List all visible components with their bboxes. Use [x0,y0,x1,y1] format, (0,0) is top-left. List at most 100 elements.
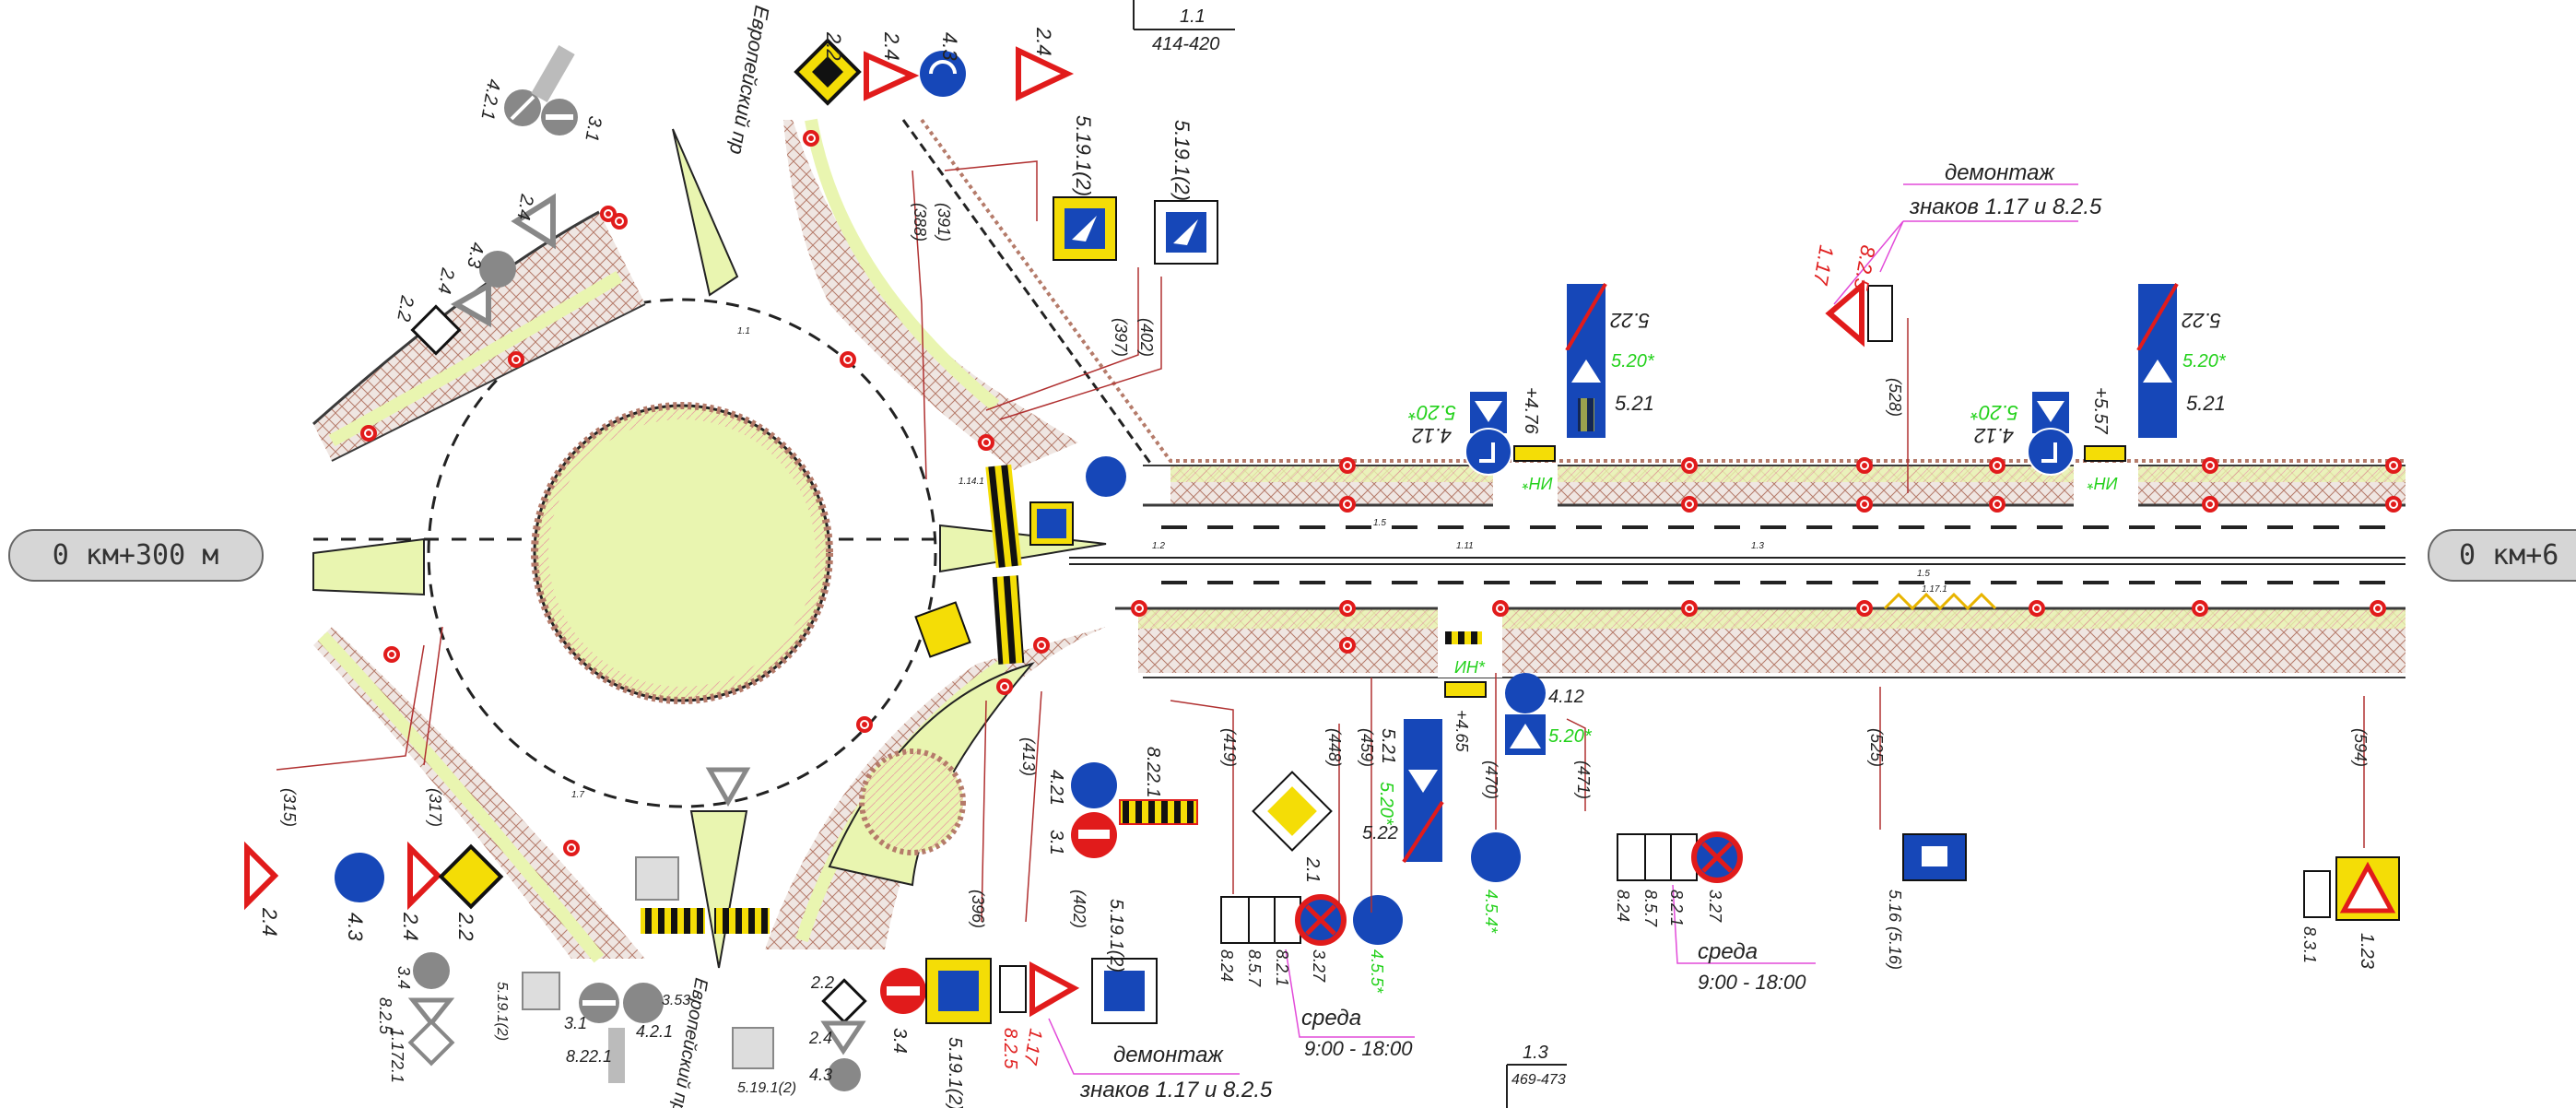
grey-cluster-bottom [820,958,1158,1091]
label-b-43: 4.3 [344,913,367,941]
ref-419: (419) [1220,728,1239,767]
reference-numbers: (388) (391) (397) (402) (528) (315) (317… [280,203,2370,928]
label-m-821: 8.2.1 [1273,949,1291,986]
label-m-455: 4.5.5* [1368,949,1386,994]
street-name-north: Европейский пр [725,4,774,156]
station-right: 0 км+6 [2428,529,2576,582]
yield-triangle-bl [244,841,279,911]
label-b-117b: 1.17 [1019,1027,1046,1067]
ref-471: (471) [1574,760,1593,799]
direction-sign-412 [1464,392,1512,476]
label-b-421: 4.2.1 [636,1022,673,1041]
signs [244,38,2400,1091]
label-m-520b: 5.20* [1548,726,1593,747]
marking-1-5b: 1.5 [1917,569,1930,579]
marking-1-14-1: 1.14.1 [959,477,984,487]
label-t-522b: 5.22 [2182,309,2221,332]
ref-388: (388) [911,203,929,242]
note-dismantle-bottom-text: знаков 1.17 и 8.2.5 [1079,1078,1273,1102]
label-t-24b: 2.4 [1032,27,1055,56]
label-r-824: 8.24 [1614,890,1632,922]
label-r-831: 8.3.1 [2300,926,2319,963]
label-t-117: 1.17 [1809,243,1839,287]
ref-594: (594) [2351,728,2370,767]
label-b-519c: 5.19.1(2) [945,1037,965,1108]
plates-group-left [1220,894,1403,946]
ref-413: (413) [1019,737,1038,776]
ref-396: (396) [969,890,987,928]
station-right-label: 0 км+6 [2459,539,2558,572]
marking-codes: 1.1 1.2 1.5 1.11 1.3 1.7 1.14.1 1.17.1 1… [571,326,1947,800]
label-t-412b: 4.12 [1974,424,2014,447]
label-m-21: 2.1 [1302,856,1323,883]
label-t-476: +4.76 [1521,387,1541,434]
road-geometry [312,118,2405,969]
label-r-857: 8.5.7 [1641,890,1660,927]
label-b-8221: 8.22.1 [566,1047,612,1066]
marking-1-2: 1.2 [1152,541,1165,551]
label-b-519d: 5.19.1(2) [1106,899,1126,972]
station-left-label: 0 км+300 м [53,539,219,572]
priority-diamond-sign [794,38,862,106]
ref-525: (525) [1867,728,1886,767]
ref-391: (391) [935,203,953,242]
label-t-43: 4.3 [938,32,961,61]
label-t-520a: 5.20* [1407,401,1456,424]
keep-right-sign-421 [1071,762,1117,808]
label-r-123: 1.23 [2357,933,2377,969]
label-t-520c: 5.20* [1970,401,2018,424]
label-t-412a: 4.12 [1412,424,1452,447]
ref-448: (448) [1325,728,1344,767]
yield-triangle-sign [1016,46,1075,101]
label-b-519b: 5.19.1(2) [737,1080,796,1096]
ref-470: (470) [1482,760,1500,799]
label-b-22c: 2.2 [810,973,834,992]
label-b-519a: 5.19.1(2) [494,982,510,1041]
children-warning-sign [2303,856,2400,921]
crosswalk-sign [1154,200,1218,265]
label-t-522a: 5.22 [1610,309,1650,332]
ref-528: (528) [1886,378,1904,417]
label-t-519-2: 5.19.1(2) [1170,120,1194,201]
ref-397: (397) [1112,318,1130,357]
label-t-557: +5.57 [2090,387,2111,434]
label-m-454: 4.5.4* [1482,890,1500,934]
chevron-board-8221 [1119,799,1198,825]
ref-402: (402) [1137,318,1156,357]
sheet-top-range: 414-420 [1152,34,1219,54]
ref-459: (459) [1358,728,1376,767]
direction-sign-412b [2027,392,2075,476]
label-b-825: 8.2.5 [376,997,394,1035]
yield-triangle-grey [511,193,556,250]
label-m-522: 5.22 [1362,823,1398,843]
label-m-8221: 8.22.1 [1143,747,1163,798]
label-t-520d: 5.20* [2182,351,2227,371]
label-b-21: 2.1 [388,1059,406,1083]
sheet-bottom-range: 469-473 [1511,1072,1566,1088]
label-t-521a: 5.21 [1615,392,1654,415]
label-m-421: 4.21 [1046,770,1066,806]
crosswalk-sign-small [914,601,971,658]
label-b-43c: 4.3 [809,1066,832,1084]
yield-triangle-grey [450,280,491,328]
crosswalk-sign [1053,196,1117,261]
label-b-117: 1.17 [388,1028,406,1061]
no-overtaking-end-sign-b [2136,282,2179,438]
note-dismantle-top-title: демонтаж [1945,160,2055,185]
label-r-327: 3.27 [1706,890,1724,923]
marking-1-5: 1.5 [1373,518,1386,528]
ref-317: (317) [426,788,444,827]
note-dismantle-bottom-title: демонтаж [1113,1043,1224,1067]
label-t-22: 2.2 [822,31,845,61]
label-b-24e: 2.4 [808,1029,832,1047]
label-inn-a: ИН* [1522,474,1553,492]
label-m-412: 4.12 [1548,687,1584,707]
label-b-353: 3.53 [662,993,690,1008]
note-wed-right-title: среда [1698,939,1758,964]
label-b-34b: 3.4 [889,1028,910,1054]
label-inn-b: ИН* [2087,474,2118,492]
marking-1-1: 1.1 [737,326,750,336]
sheet-ref-top: 1.1 414-420 [1133,0,1235,54]
note-wed-left-title: среда [1301,1006,1361,1031]
